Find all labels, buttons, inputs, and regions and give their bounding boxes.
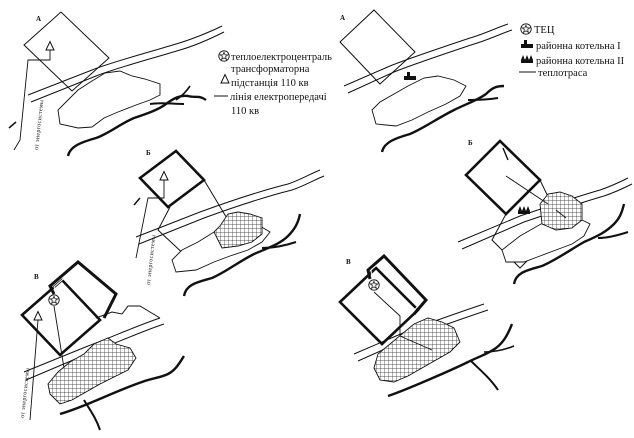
panel-letter: Б: [468, 139, 473, 147]
road: [27, 25, 223, 96]
panel-right-a: А: [339, 9, 513, 153]
heat-main: [505, 175, 567, 219]
town-outline: [57, 70, 161, 129]
river-bank: [387, 323, 514, 398]
heat-main: [48, 260, 118, 319]
district-hatched: [539, 191, 583, 231]
legend-label: трансформаторна: [231, 64, 310, 75]
site-outline: [339, 9, 416, 85]
tec-site-outline: [464, 139, 542, 216]
grid-label: от энергосистемы: [34, 99, 45, 150]
district-boiler-1-icon: [521, 40, 533, 48]
district-boiler-2-icon: [521, 55, 533, 63]
district-hatched: [213, 211, 263, 249]
thermal-plant-icon: [520, 23, 532, 35]
road: [457, 177, 629, 243]
river-bank: [59, 355, 185, 416]
road: [343, 23, 509, 87]
transformer-substation-icon: [220, 74, 230, 84]
grid-label: от энергосистемы: [146, 234, 157, 285]
panel-left-b: Б от энергосистемы: [133, 149, 325, 297]
right-legend: ТЕЦ районна котельна І районна котельна …: [519, 23, 625, 79]
panel-left-v: В от энергосистемы: [20, 260, 185, 431]
panel-letter: А: [340, 14, 345, 22]
tec-site-outline: [20, 278, 102, 357]
district-hatched: [373, 317, 461, 383]
panel-letter: В: [346, 258, 351, 266]
legend-label: районна котельна ІІ: [536, 56, 625, 67]
heat-main: [366, 253, 429, 315]
town-outline: [371, 75, 467, 127]
tec-icon: [48, 294, 60, 306]
legend-label: теплотраса: [538, 68, 588, 79]
legend-label: 110 кв: [231, 106, 259, 117]
legend-label: лінія електропередачі: [230, 92, 327, 103]
grid-label: от энергосистемы: [20, 367, 31, 418]
power-line: [29, 319, 39, 421]
district-boiler-2-icon: [518, 206, 530, 214]
legend-label: підстанція 110 кв: [231, 78, 309, 89]
river-bank: [380, 84, 505, 153]
power-line: [19, 50, 51, 141]
district-hatched: [47, 337, 137, 405]
panel-left-a: А от энергосистемы: [8, 11, 225, 157]
power-line: [135, 180, 165, 259]
road: [23, 317, 161, 373]
panel-letter: А: [36, 15, 41, 23]
left-legend: теплоелектроцентраль трансформаторна під…: [214, 50, 332, 117]
thermal-plant-icon: [218, 50, 230, 62]
panel-letter: Б: [146, 149, 151, 157]
panel-right-b: Б: [457, 139, 633, 285]
river-bank: [66, 94, 207, 157]
road: [135, 169, 321, 238]
tec-site-outline: [138, 149, 206, 209]
legend-label: теплоелектроцентраль: [231, 52, 332, 63]
panel-right-v: В: [338, 253, 515, 398]
legend-label: районна котельна І: [536, 41, 621, 52]
district-boiler-1-icon: [404, 72, 416, 80]
panel-letter: В: [34, 273, 39, 281]
legend-label: ТЕЦ: [534, 25, 555, 36]
river-bank: [182, 213, 302, 297]
tec-icon: [368, 279, 380, 291]
river-bank: [512, 203, 626, 285]
